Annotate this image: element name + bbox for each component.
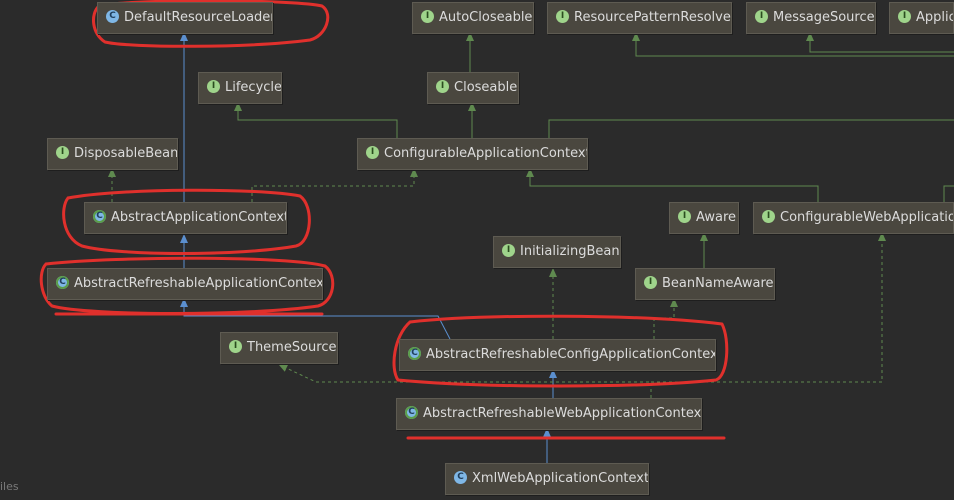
node-abstract-application-context[interactable]: C AbstractApplicationContext (84, 202, 287, 234)
node-bean-name-aware[interactable]: I BeanNameAware (635, 268, 775, 300)
interface-icon: I (56, 146, 69, 159)
node-theme-source[interactable]: I ThemeSource (220, 332, 338, 364)
node-resource-pattern-resolver[interactable]: I ResourcePatternResolver (547, 2, 732, 34)
interface-icon: I (898, 10, 911, 23)
node-aware[interactable]: I Aware (669, 202, 739, 234)
interface-icon: I (762, 210, 775, 223)
interface-icon: I (421, 10, 434, 23)
node-abstract-refreshable-config-application-context[interactable]: C AbstractRefreshableConfigApplicationCon… (399, 339, 716, 371)
node-label: Applica (916, 10, 953, 25)
node-label: AbstractApplicationContext (111, 210, 287, 225)
edge-app-extends-message-source (806, 32, 954, 53)
node-lifecycle[interactable]: I Lifecycle (198, 72, 282, 104)
abstract-class-icon: C (56, 276, 69, 289)
annotation-circle-abstract-application-context (62, 188, 311, 255)
node-abstract-refreshable-application-context[interactable]: C AbstractRefreshableApplicationContext (47, 268, 323, 300)
annotation-circle-abstract-refreshable-config-application-context (392, 314, 729, 388)
node-label: ThemeSource (247, 340, 337, 355)
node-label: ResourcePatternResolver (574, 10, 732, 25)
edge-arwac-implements-cwac (651, 232, 886, 383)
interface-icon: I (436, 80, 449, 93)
interface-icon: I (678, 210, 691, 223)
edge-cwac-extends-cac (526, 168, 819, 202)
node-label: AbstractRefreshableApplicationContext (74, 276, 323, 291)
annotation-circle-abstract-refreshable-application-context (39, 256, 335, 315)
node-label: DefaultResourceLoader (124, 10, 273, 25)
interface-icon: I (229, 340, 242, 353)
edge-arwac-implements-theme (278, 364, 652, 398)
node-message-source[interactable]: I MessageSource (746, 2, 876, 34)
node-default-resource-loader[interactable]: C DefaultResourceLoader (97, 2, 273, 34)
interface-icon: I (556, 10, 569, 23)
footer-label: iles (0, 480, 19, 493)
node-label: Aware (696, 210, 737, 225)
interface-icon: I (366, 146, 379, 159)
abstract-class-icon: C (408, 347, 421, 360)
node-applica-partial[interactable]: I Applica (889, 2, 954, 34)
interface-icon: I (755, 10, 768, 23)
abstract-class-icon: C (405, 406, 418, 419)
interface-icon: I (644, 276, 657, 289)
node-label: ConfigurableWebApplication (780, 210, 954, 225)
node-label: Closeable (454, 80, 518, 95)
node-abstract-refreshable-web-application-context[interactable]: C AbstractRefreshableWebApplicationContex… (396, 398, 702, 430)
edge-cac-extends-app-context (548, 119, 954, 138)
edge-aac-implements-cac (251, 168, 418, 202)
abstract-class-icon: C (93, 210, 106, 223)
node-closeable[interactable]: I Closeable (427, 72, 519, 104)
edge-cwac-extends-other (943, 185, 954, 202)
node-label: AutoCloseable (439, 10, 533, 25)
node-label: ConfigurableApplicationContext (384, 146, 588, 161)
node-label: AbstractRefreshableWebApplicationContext (423, 406, 702, 421)
node-configurable-application-context[interactable]: I ConfigurableApplicationContext (357, 138, 588, 170)
node-label: InitializingBean (520, 244, 620, 259)
interface-icon: I (207, 80, 220, 93)
annotation-circle-default-resource-loader (92, 0, 330, 48)
node-label: AbstractRefreshableConfigApplicationCont… (426, 347, 716, 362)
node-auto-closeable[interactable]: I AutoCloseable (412, 2, 534, 34)
edge-arcac-extends-arac (180, 298, 451, 340)
class-icon: C (106, 10, 119, 23)
interface-icon: I (502, 244, 515, 257)
edge-cac-extends-lifecycle (234, 102, 398, 138)
node-initializing-bean[interactable]: I InitializingBean (493, 236, 621, 268)
node-configurable-web-application[interactable]: I ConfigurableWebApplication (753, 202, 954, 234)
node-label: BeanNameAware (662, 276, 774, 291)
edge-app-extends-resource-pattern-resolver (632, 32, 954, 57)
node-label: Lifecycle (225, 80, 282, 95)
class-icon: C (454, 471, 467, 484)
node-label: XmlWebApplicationContext (472, 471, 649, 486)
node-label: MessageSource (773, 10, 875, 25)
node-label: DisposableBean (74, 146, 178, 161)
node-xml-web-application-context[interactable]: C XmlWebApplicationContext (445, 463, 649, 495)
node-disposable-bean[interactable]: I DisposableBean (47, 138, 178, 170)
